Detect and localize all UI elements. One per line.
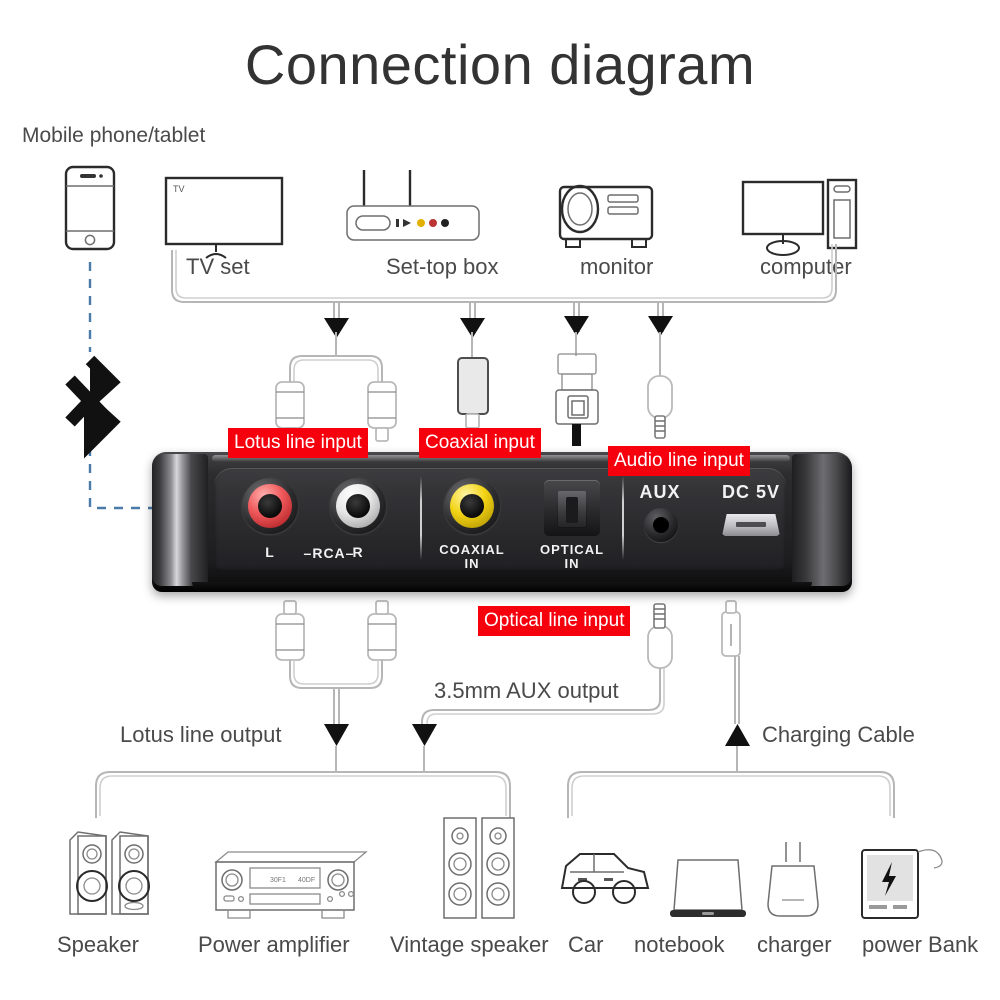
coaxial-hole — [460, 494, 484, 518]
label-car: Car — [568, 932, 604, 957]
bus-drop-aux — [648, 302, 673, 376]
label-lotus-line-output: Lotus line output — [120, 722, 282, 747]
label-set-top-box: Set-top box — [386, 254, 499, 279]
projector-icon — [558, 184, 654, 248]
caption-aux: AUX — [639, 482, 681, 502]
smartphone-icon — [64, 165, 116, 251]
set-top-box-icon — [346, 170, 480, 241]
bluetooth-icon — [65, 355, 121, 459]
faceplate-divider-2 — [622, 476, 624, 560]
rca-input-plug-pair — [275, 355, 397, 442]
device-top-highlight — [212, 455, 790, 462]
bookshelf-speaker-pair-icon — [69, 831, 150, 915]
laptop-icon — [670, 859, 746, 917]
aux-input-plug — [647, 375, 673, 439]
label-aux-output: 3.5mm AUX output — [434, 678, 619, 703]
caption-rca: –RCA– — [303, 545, 355, 561]
port-rca-left[interactable] — [242, 478, 298, 534]
coaxial-input-plug — [457, 357, 489, 429]
bluetooth-link-lower — [88, 430, 156, 510]
callout-coaxial-input: Coaxial input — [419, 428, 541, 458]
label-charger: charger — [757, 932, 832, 957]
faceplate-divider-1 — [420, 476, 422, 560]
bus-drop-rca — [324, 302, 349, 356]
label-mobile-phone-tablet: Mobile phone/tablet — [22, 124, 206, 147]
toslink-shutter — [557, 490, 587, 528]
label-charging-cable: Charging Cable — [762, 722, 915, 747]
port-rca-right[interactable] — [330, 478, 386, 534]
port-aux-35mm[interactable] — [644, 508, 678, 542]
label-vintage-speaker: Vintage speaker — [390, 932, 549, 957]
bus-drop-coaxial — [460, 302, 485, 358]
callout-optical-line-input: Optical line input — [478, 606, 631, 636]
device-bottom-lip — [192, 582, 812, 592]
caption-rca-l: L — [265, 544, 275, 560]
bluetooth-audio-receiver-device: L –RCA– R COAXIAL IN OPTICAL IN AUX DC 5… — [152, 452, 852, 592]
rca-left-hole — [258, 494, 282, 518]
port-coaxial-in[interactable] — [444, 478, 500, 534]
desktop-computer-icon — [741, 178, 858, 256]
rca-right-hole — [346, 494, 370, 518]
television-icon: TV — [164, 176, 284, 259]
caption-optical-in: OPTICAL — [539, 542, 605, 557]
svg-text:TV: TV — [173, 184, 185, 194]
label-power-amplifier: Power amplifier — [198, 932, 350, 957]
page-title: Connection diagram — [244, 33, 756, 96]
label-notebook: notebook — [634, 932, 725, 957]
device-faceplate — [214, 468, 786, 572]
amplifier-icon: 30F1 40DF — [214, 851, 368, 919]
device-body: L –RCA– R COAXIAL IN OPTICAL IN AUX DC 5… — [152, 452, 852, 592]
svg-text:40DF: 40DF — [298, 877, 315, 884]
bus-drop-optical — [564, 302, 589, 356]
charging-cable — [721, 600, 750, 772]
power-bank-icon — [861, 849, 943, 919]
port-dc5v-micro-usb[interactable] — [722, 514, 780, 536]
device-right-cap — [792, 454, 852, 586]
wall-charger-icon — [767, 842, 819, 917]
label-monitor: monitor — [580, 254, 654, 279]
caption-coaxial-in: COAXIAL — [439, 542, 505, 557]
callout-audio-line-input: Audio line input — [608, 446, 750, 476]
label-speaker: Speaker — [57, 932, 139, 957]
svg-text:30F1: 30F1 — [270, 877, 286, 884]
rca-output-plug-pair — [275, 600, 397, 772]
caption-optical-in-2: IN — [564, 556, 580, 571]
callout-lotus-line-input: Lotus line input — [228, 428, 368, 458]
port-optical-toslink[interactable] — [544, 480, 600, 536]
tower-speaker-pair-icon — [443, 817, 515, 919]
label-tv-set: TV set — [186, 254, 250, 279]
caption-rca-r: R — [352, 544, 364, 560]
device-left-cap — [152, 454, 208, 586]
aux-output-cable — [412, 603, 673, 772]
caption-dc5v: DC 5V — [721, 482, 780, 502]
optical-input-plug — [555, 353, 599, 446]
car-icon — [560, 853, 650, 904]
caption-coaxial-in-2: IN — [464, 556, 480, 571]
label-power-bank: power Bank — [862, 932, 979, 957]
